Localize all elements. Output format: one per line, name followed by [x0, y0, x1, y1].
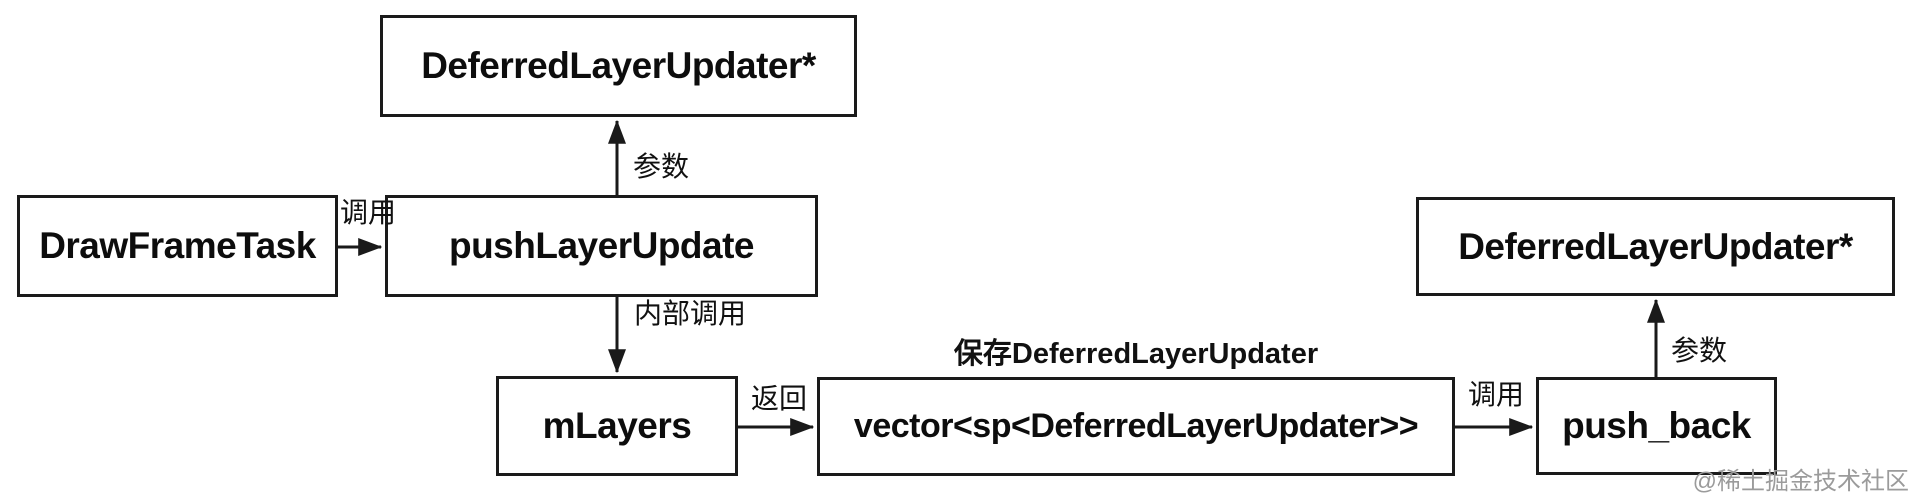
- node-mlayers: mLayers: [496, 376, 738, 476]
- watermark-juejin: @稀土掘金技术社区: [1692, 468, 1909, 494]
- node-push-back: push_back: [1536, 377, 1777, 475]
- node-deferredlayerupdater-top: DeferredLayerUpdater*: [380, 15, 857, 117]
- node-drawframetask: DrawFrameTask: [17, 195, 338, 297]
- node-deferredlayerupdater-right: DeferredLayerUpdater*: [1416, 197, 1895, 296]
- edge-label-param-left: 参数: [633, 151, 690, 182]
- edge-label-internal-call: 内部调用: [634, 298, 747, 329]
- edge-label-param-right: 参数: [1671, 335, 1728, 366]
- edge-label-save-deferredlayerupdater: 保存DeferredLayerUpdater: [953, 338, 1319, 370]
- edge-label-call-right: 调用: [1467, 379, 1525, 410]
- node-pushlayerupdate: pushLayerUpdate: [385, 195, 818, 297]
- edge-label-call-left: 调用: [339, 197, 397, 228]
- edge-label-return: 返回: [751, 383, 808, 414]
- node-vector-sp-deferredlayerupdater: vector<sp<DeferredLayerUpdater>>: [817, 377, 1455, 476]
